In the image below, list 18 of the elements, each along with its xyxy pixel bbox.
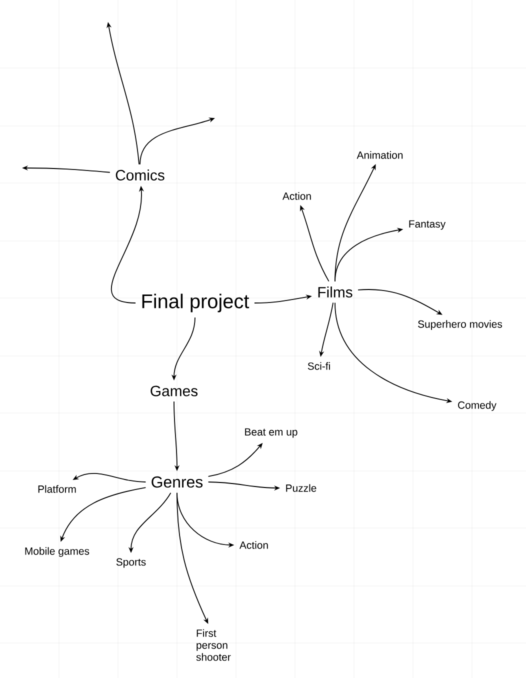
subtopic-label: Action [282,192,311,200]
subtopic-label: First person shooter [196,629,231,661]
subtopic-label: Fantasy [409,220,446,230]
subtopic-label: Platform [38,485,76,493]
subtopic-label: Mobile games [25,547,90,557]
topic-label: Games [150,386,198,396]
topic-label: Comics [116,170,164,180]
subtopic-label: Sci-fi [308,362,330,370]
subtopic-label: Action [239,541,268,549]
subtopic-label: Beat em up [245,428,298,438]
subtopic-label: Sports [116,558,146,568]
topic-label: Films [318,286,352,298]
subtopic-label: Puzzle [286,484,316,492]
subtopic-label: Animation [356,151,403,159]
topic-label: Genres [152,476,203,488]
subtopic-label: Comedy [458,401,496,411]
central-topic-label: Final project [142,294,250,312]
subtopic-label: Superhero movies [418,320,502,330]
